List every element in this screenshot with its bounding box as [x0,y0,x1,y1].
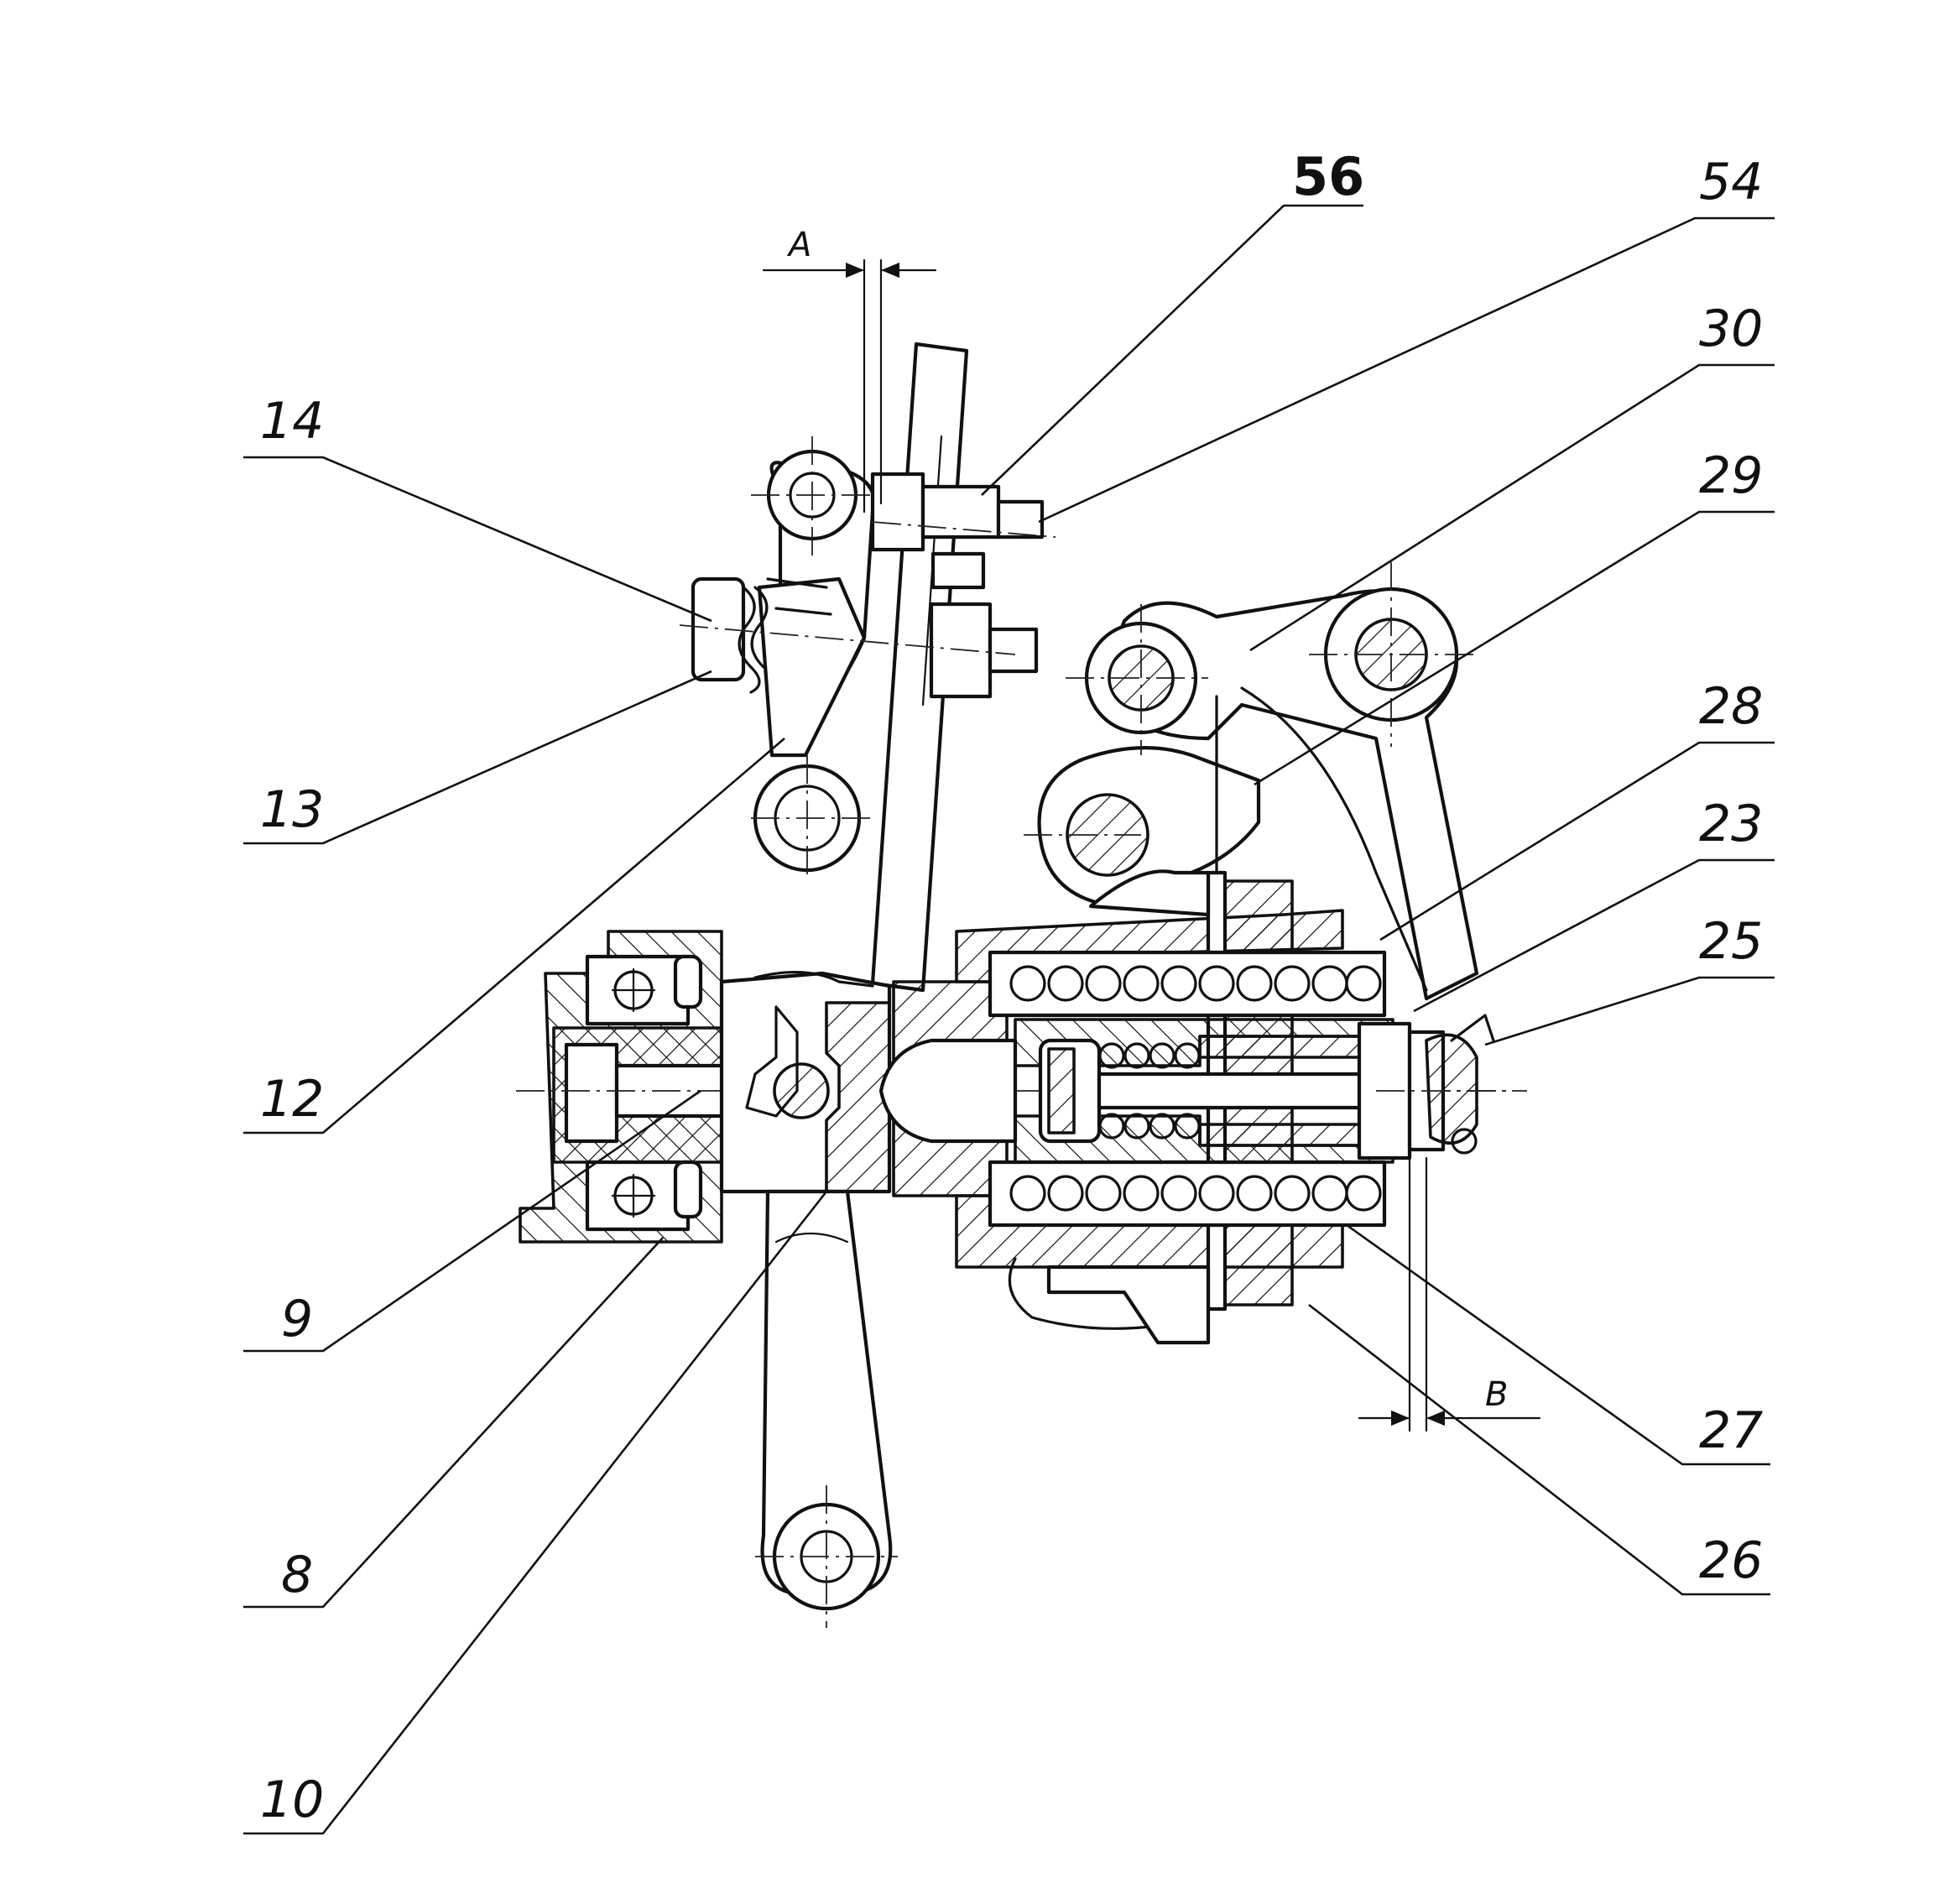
upper-lever [679,342,1056,993]
callout-27: 27 [1699,1401,1763,1460]
callout-30: 30 [1699,300,1763,358]
callout-23: 23 [1699,795,1763,853]
dimension-b: B [1358,1156,1541,1432]
callout-9: 9 [281,1290,313,1348]
callout-54: 54 [1699,153,1763,211]
callout-labels: 56 54 30 29 28 23 25 27 26 14 13 12 9 8 … [260,146,1763,1829]
linkage-body [719,970,898,1628]
callout-10: 10 [260,1771,324,1829]
leader-lines [243,204,1775,1835]
bolt-54-nut [996,499,1045,540]
callout-26: 26 [1699,1531,1763,1590]
outer-spring-top [988,950,1387,1018]
callout-28: 28 [1699,677,1763,736]
callout-56: 56 [1292,146,1364,207]
rocker-arm [1024,562,1479,1001]
callout-13: 13 [260,780,324,839]
dimension-a: A [762,226,937,514]
callout-14: 14 [260,392,324,451]
callout-8: 8 [281,1546,313,1604]
dimension-a-label: A [786,226,811,264]
cotter-pin-25 [1451,1128,1478,1155]
callout-12: 12 [260,1070,324,1129]
callout-29: 29 [1699,446,1763,505]
spring-cylinder [878,869,1527,1345]
callout-25: 25 [1699,912,1763,971]
dimension-b-label: B [1485,1375,1508,1414]
pivot-ball [773,1062,830,1119]
outer-spring-coils [1009,965,1382,1212]
inner-spring-coils [1098,1042,1201,1140]
